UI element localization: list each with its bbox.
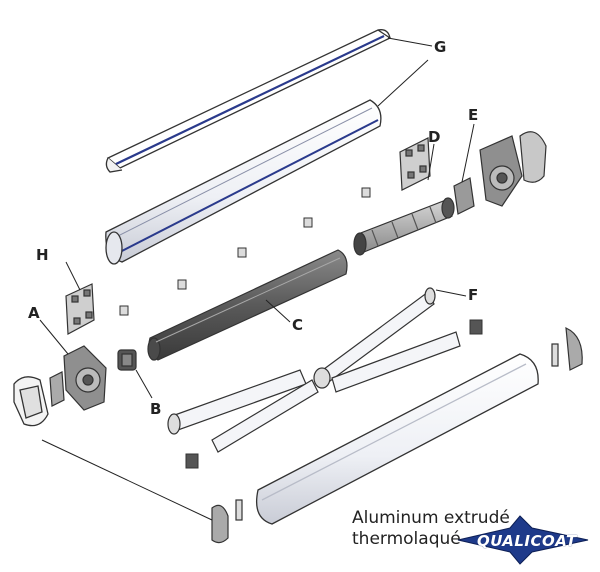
tube-end-cap <box>117 349 137 371</box>
label-e: E <box>468 106 479 124</box>
left-side-cover <box>13 376 49 427</box>
label-c: C <box>292 316 304 334</box>
label-b: B <box>150 400 162 418</box>
label-h: H <box>36 246 49 264</box>
label-g: G <box>434 38 447 56</box>
roller-tube <box>147 249 348 361</box>
caption-line-2: thermolaqué <box>352 529 461 550</box>
qualicoat-logo-text: QUALICOAT <box>477 532 577 550</box>
cassette-shell-profile <box>105 99 382 265</box>
top-cover-profile <box>105 29 392 173</box>
motor-end-assembly <box>453 131 547 215</box>
caption-line-1: Aluminum extrudé <box>352 508 510 528</box>
left-gear-assembly <box>49 345 107 411</box>
wall-bracket-left <box>65 283 95 335</box>
front-bar-profile <box>255 353 539 525</box>
label-a: A <box>28 304 40 322</box>
wall-bracket-right <box>399 137 431 191</box>
spring-tube <box>353 197 455 256</box>
qualicoat-logo-shape <box>457 515 589 565</box>
folding-arms <box>167 287 461 453</box>
arm-brackets <box>185 319 483 469</box>
clips-row <box>119 187 371 316</box>
leader-lines <box>39 37 475 521</box>
caption: Aluminum extrudé thermolaqué <box>352 508 510 551</box>
label-d: D <box>428 128 441 146</box>
label-f: F <box>468 286 479 304</box>
front-bar-end-caps <box>211 327 583 544</box>
